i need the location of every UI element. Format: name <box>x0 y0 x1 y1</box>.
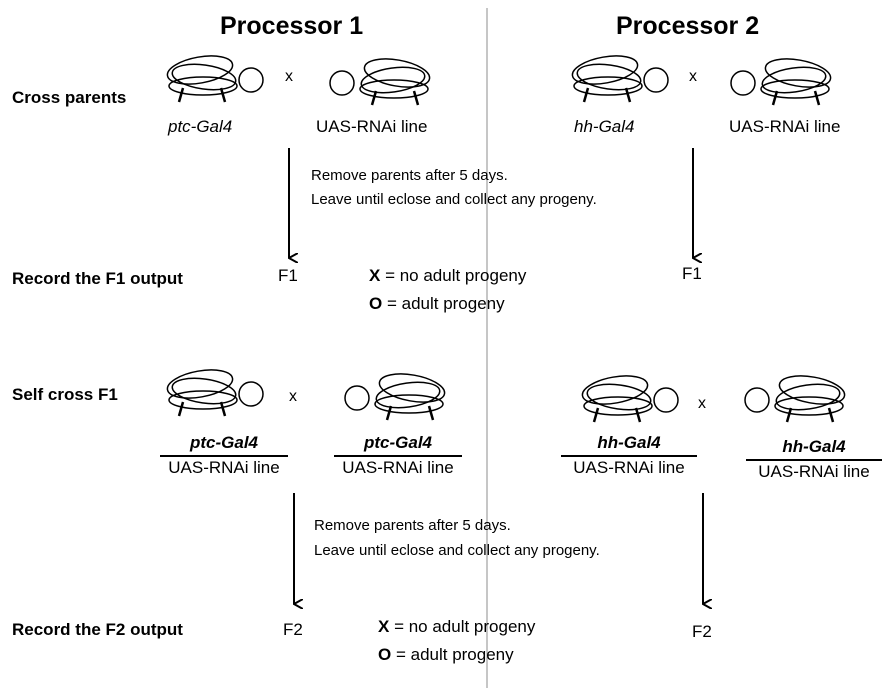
p1-f2-label: F2 <box>283 620 303 639</box>
p2-f1-genotype-left: hh-Gal4 UAS-RNAi line <box>561 433 697 478</box>
fraction-numerator: hh-Gal4 <box>746 437 882 461</box>
step-cross-parents: Cross parents <box>12 88 127 107</box>
fly-icon <box>166 369 264 417</box>
instruction-line-1: Remove parents after 5 days. <box>311 167 508 184</box>
legend-no-progeny: X = no adult progeny <box>378 617 536 636</box>
p1-f1-genotype-right: ptc-Gal4 UAS-RNAi line <box>334 433 462 478</box>
instruction-line-2: Leave until eclose and collect any proge… <box>314 542 600 559</box>
fly-icon <box>329 58 431 106</box>
step-self-cross: Self cross F1 <box>12 385 118 404</box>
heading-processor-2: Processor 2 <box>616 12 760 40</box>
p2-f1-label: F1 <box>682 264 702 283</box>
step-record-f2: Record the F2 output <box>12 620 183 639</box>
legend-adult-progeny: O = adult progeny <box>369 294 505 313</box>
p1-f1-genotype-left: ptc-Gal4 UAS-RNAi line <box>160 433 288 478</box>
step-record-f1: Record the F1 output <box>12 269 183 288</box>
fly-icon <box>166 55 264 103</box>
cross-symbol: x <box>698 395 706 412</box>
fly-icon <box>344 373 446 421</box>
cross-symbol: x <box>689 68 697 85</box>
fly-icon <box>581 375 679 423</box>
p1-f1-label: F1 <box>278 266 298 285</box>
instruction-line-1: Remove parents after 5 days. <box>314 517 511 534</box>
p1-parent-uas: UAS-RNAi line <box>316 117 428 136</box>
heading-processor-1: Processor 1 <box>220 12 364 40</box>
p2-f1-genotype-right: hh-Gal4 UAS-RNAi line <box>746 437 882 482</box>
legend-adult-progeny: O = adult progeny <box>378 645 514 664</box>
p2-parent-uas: UAS-RNAi line <box>729 117 841 136</box>
p1-parent-driver: ptc-Gal4 <box>168 117 233 136</box>
fraction-denominator: UAS-RNAi line <box>758 462 870 481</box>
cross-symbol: x <box>285 68 293 85</box>
fly-icon <box>571 55 669 103</box>
instruction-line-2: Leave until eclose and collect any proge… <box>311 191 597 208</box>
cross-symbol: x <box>289 388 297 405</box>
fly-icon <box>744 375 846 423</box>
fraction-denominator: UAS-RNAi line <box>168 458 280 477</box>
fraction-numerator: hh-Gal4 <box>561 433 697 457</box>
p2-parent-driver: hh-Gal4 <box>574 117 635 136</box>
fraction-denominator: UAS-RNAi line <box>342 458 454 477</box>
fly-icon <box>730 58 832 106</box>
fraction-numerator: ptc-Gal4 <box>160 433 288 457</box>
fraction-numerator: ptc-Gal4 <box>334 433 462 457</box>
legend-no-progeny: X = no adult progeny <box>369 266 527 285</box>
p2-f2-label: F2 <box>692 622 712 641</box>
fraction-denominator: UAS-RNAi line <box>573 458 685 477</box>
